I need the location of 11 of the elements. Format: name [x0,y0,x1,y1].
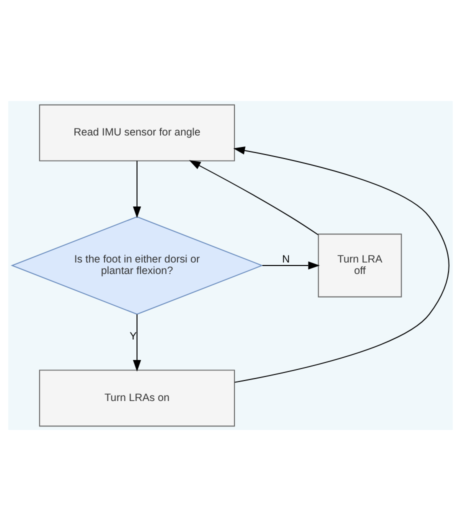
arrow [262,261,320,270]
edge-label: Y [130,330,137,342]
node-box: Turn LRAs on [39,370,235,427]
arrow [132,314,142,372]
node-diamond: Is the foot in either dorsi or plantar flexion? [10,216,264,315]
node-box: Turn LRA off [318,234,402,298]
arrow [189,160,319,236]
arrow [132,160,142,218]
node-box: Read IMU sensor for angle [39,104,235,162]
arrow [233,146,450,383]
edge-label: N [282,253,290,266]
